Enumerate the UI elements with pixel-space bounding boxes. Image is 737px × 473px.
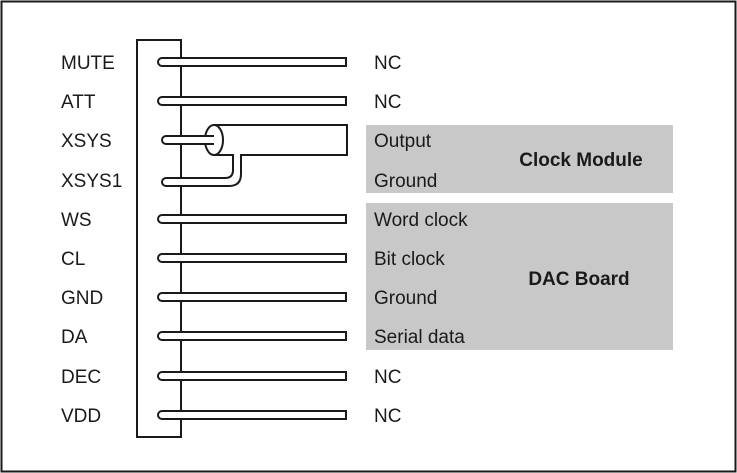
- pin-label-att: ATT: [61, 92, 96, 113]
- conn-label-gnd: Ground: [374, 288, 437, 309]
- conn-label-att: NC: [374, 92, 401, 113]
- pin-label-xsys: XSYS: [61, 131, 112, 152]
- conn-label-xsys1: Ground: [374, 171, 437, 192]
- pin-label-da: DA: [61, 327, 88, 348]
- dac-board-title: DAC Board: [528, 269, 629, 290]
- conn-label-mute: NC: [374, 53, 401, 74]
- conn-label-xsys: Output: [374, 131, 432, 152]
- pin-label-ws: WS: [61, 210, 92, 231]
- conn-label-cl: Bit clock: [374, 249, 445, 270]
- coax-shield: [161, 124, 348, 187]
- wire-gnd: [157, 292, 347, 302]
- connector-body: [136, 39, 182, 438]
- pin-label-gnd: GND: [61, 288, 103, 309]
- wire-mute: [157, 57, 347, 67]
- clock-module-title: Clock Module: [519, 150, 643, 171]
- wire-ws: [157, 214, 347, 224]
- conn-label-ws: Word clock: [374, 210, 468, 231]
- pin-label-mute: MUTE: [61, 53, 115, 74]
- pin-label-dec: DEC: [61, 367, 101, 388]
- pin-label-xsys1: XSYS1: [61, 171, 122, 192]
- coax-cable: [161, 124, 348, 187]
- wire-vdd: [157, 410, 347, 420]
- wire-da: [157, 331, 347, 341]
- conn-label-da: Serial data: [374, 327, 465, 348]
- conn-label-vdd: NC: [374, 406, 401, 427]
- pin-label-vdd: VDD: [61, 406, 101, 427]
- wire-dec: [157, 371, 347, 381]
- wire-cl: [157, 253, 347, 263]
- wire-att: [157, 96, 347, 106]
- conn-label-dec: NC: [374, 367, 401, 388]
- wires-group: [157, 57, 347, 420]
- coax-core: [161, 135, 214, 145]
- dac-board-box: [366, 203, 673, 350]
- clock-module-box: [366, 125, 673, 193]
- pin-label-cl: CL: [61, 249, 85, 270]
